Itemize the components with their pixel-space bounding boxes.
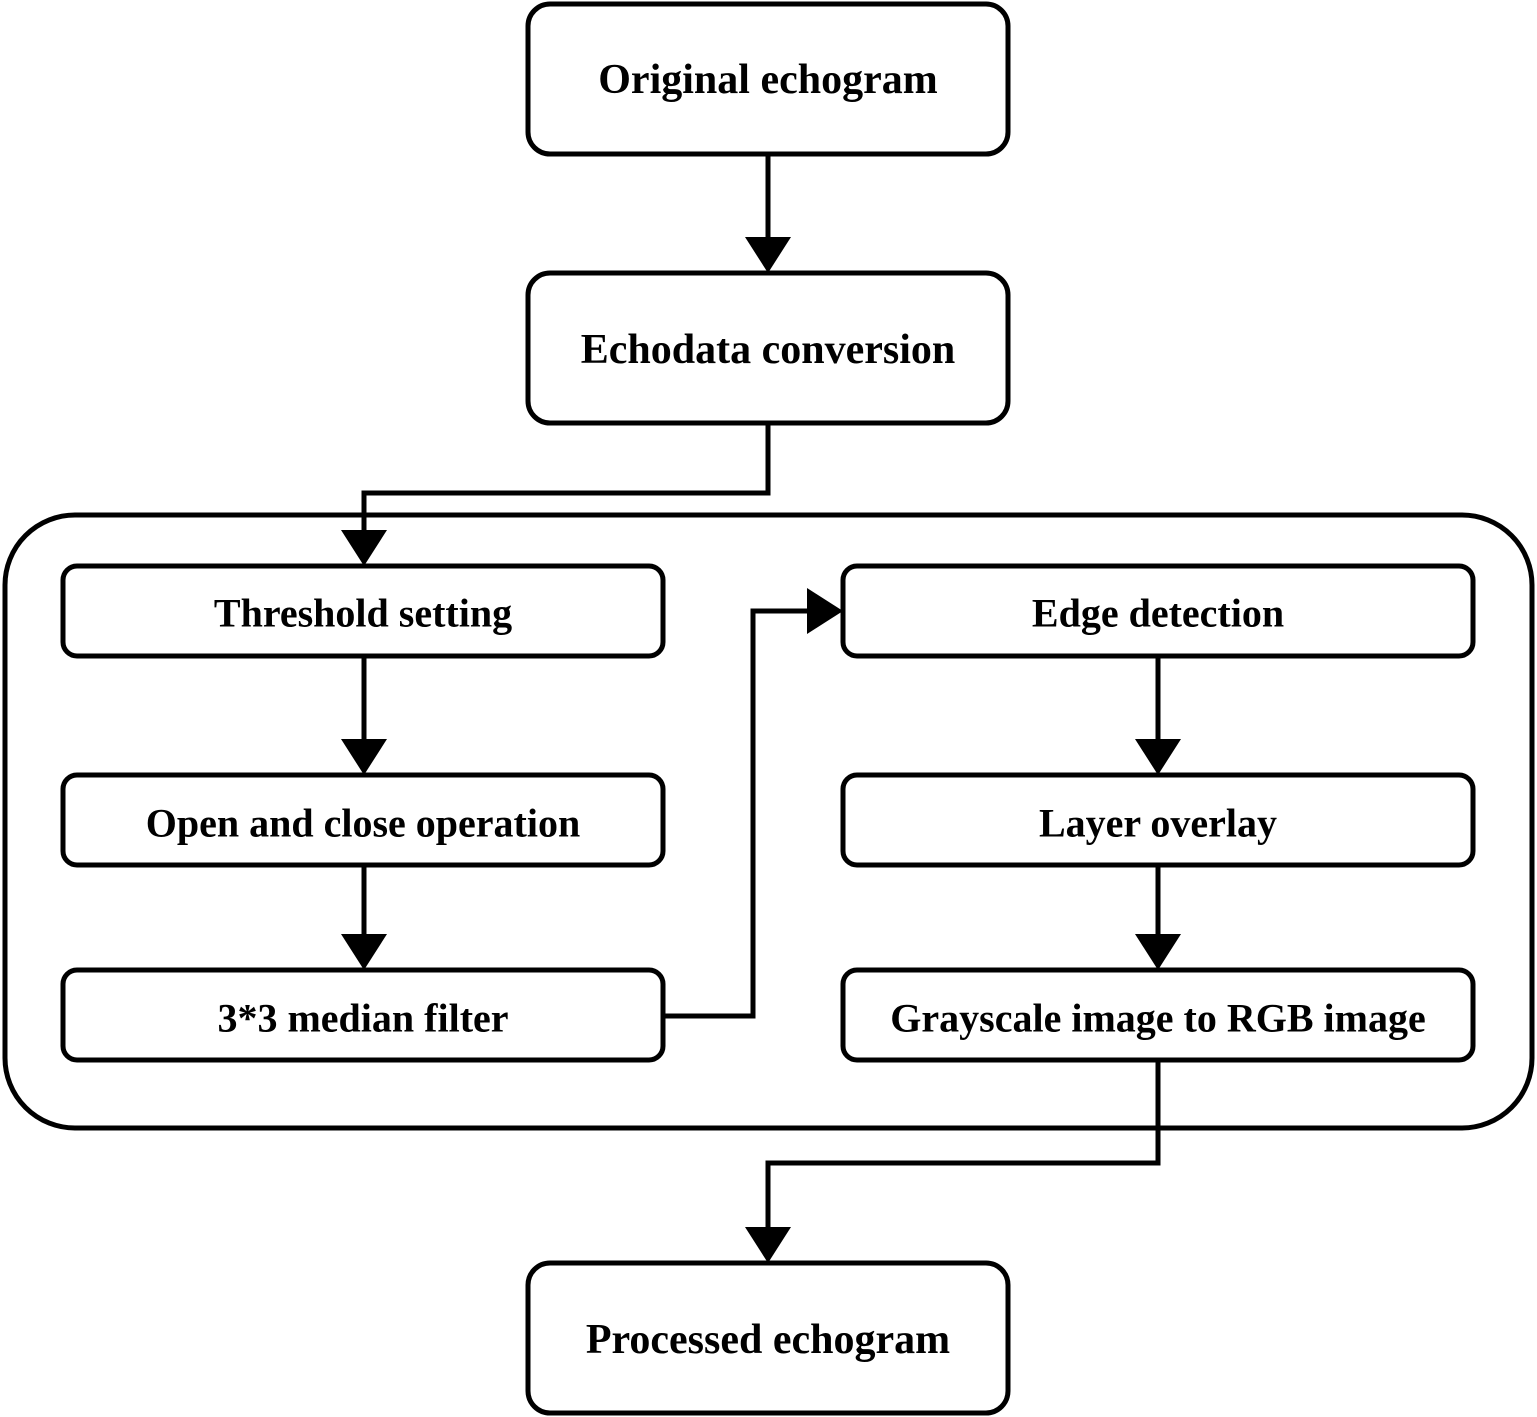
arrowhead-processed — [745, 1227, 791, 1263]
arrowhead-edge-detection — [807, 588, 843, 634]
node-edge-detection: Edge detection — [840, 563, 1476, 659]
node-median-filter-label: 3*3 median filter — [217, 996, 508, 1041]
node-threshold-setting: Threshold setting — [60, 563, 666, 659]
node-processed-echogram-label: Processed echogram — [586, 1317, 950, 1363]
node-echodata-conversion-label: Echodata conversion — [581, 327, 956, 373]
arrowhead-gray-rgb — [1135, 934, 1181, 970]
processing-group — [2, 512, 1535, 1131]
arrowhead-median — [341, 934, 387, 970]
node-grayscale-to-rgb-label: Grayscale image to RGB image — [890, 996, 1425, 1041]
node-open-close-operation-label: Open and close operation — [146, 801, 580, 846]
node-layer-overlay: Layer overlay — [840, 772, 1476, 868]
node-echodata-conversion: Echodata conversion — [525, 270, 1011, 426]
edge-median-to-edge-detection — [664, 608, 815, 1019]
node-grayscale-to-rgb: Grayscale image to RGB image — [840, 967, 1476, 1063]
edge-conversion-to-threshold — [361, 425, 771, 540]
node-open-close-operation: Open and close operation — [60, 772, 666, 868]
node-median-filter: 3*3 median filter — [60, 967, 666, 1063]
edges — [341, 155, 1181, 1263]
node-processed-echogram: Processed echogram — [525, 1260, 1011, 1416]
arrowhead-overlay — [1135, 739, 1181, 775]
arrowhead-conversion — [745, 237, 791, 273]
node-original-echogram-label: Original echogram — [598, 57, 937, 103]
node-layer-overlay-label: Layer overlay — [1039, 801, 1277, 846]
node-edge-detection-label: Edge detection — [1032, 591, 1284, 636]
arrowhead-threshold — [341, 530, 387, 566]
node-original-echogram: Original echogram — [525, 1, 1011, 157]
edge-gray-rgb-to-processed — [765, 1062, 1161, 1237]
arrowhead-open-close — [341, 739, 387, 775]
node-threshold-setting-label: Threshold setting — [214, 591, 512, 636]
